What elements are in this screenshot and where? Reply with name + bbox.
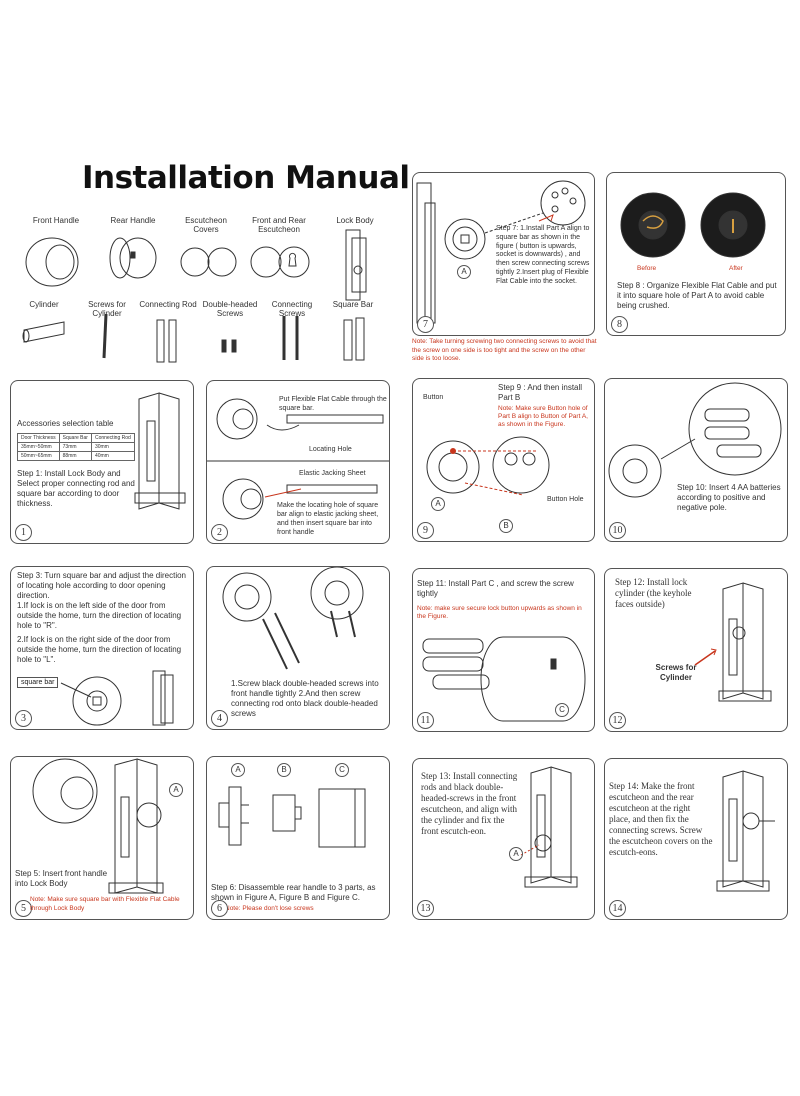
step-2-number: 2 bbox=[211, 524, 228, 541]
acc-label-lock-body: Lock Body bbox=[336, 216, 374, 225]
step-5-letter: A bbox=[169, 783, 183, 797]
step-2-panel: Put Flexible Flat Cable through the squa… bbox=[206, 380, 390, 544]
step-1-panel: Accessories selection table Door Thickne… bbox=[10, 380, 194, 544]
step-8-panel: Before After Step 8 : Organize Flexible … bbox=[606, 172, 786, 336]
page-title: Installation Manual bbox=[82, 160, 410, 196]
step-5-text: Step 5: Insert front handle into Lock Bo… bbox=[15, 869, 108, 888]
acc-label-square-bar: Square Bar bbox=[332, 300, 374, 309]
step-11-letter: C bbox=[555, 703, 569, 717]
step-12-label: Screws for Cylinder bbox=[655, 663, 697, 682]
table-cell: 88mm bbox=[58, 451, 92, 461]
step-3-panel: Step 3: Turn square bar and adjust the d… bbox=[10, 566, 194, 730]
step-3-text-a: Step 3: Turn square bar and adjust the d… bbox=[17, 571, 186, 600]
step-2-label-3: Elastic Jacking Sheet bbox=[299, 470, 366, 477]
step-9-letter-b: B bbox=[499, 519, 513, 533]
step-12-text: Step 12: Install lock cylinder (the keyh… bbox=[615, 577, 692, 609]
step-11-note: Note: make sure secure lock button upwar… bbox=[417, 605, 582, 620]
step-6-letter-a: A bbox=[231, 763, 245, 777]
acc-label-front-handle: Front Handle bbox=[32, 216, 80, 225]
step-4-panel: 1.Screw black double-headed screws into … bbox=[206, 566, 390, 730]
step-4-illustration bbox=[222, 567, 364, 670]
step-1-illustration bbox=[134, 392, 186, 510]
step-6-number: 6 bbox=[211, 900, 228, 917]
step-5-number: 5 bbox=[15, 900, 32, 917]
step-8-text: Step 8 : Organize Flexible Flat Cable an… bbox=[617, 281, 777, 310]
step-8-before-label: Before bbox=[637, 265, 657, 272]
acc-label-screws-cylinder: Screws for Cylinder bbox=[88, 300, 126, 318]
step-9-text: Step 9 : And then install Part B bbox=[498, 383, 583, 402]
step-9-illustration bbox=[426, 436, 550, 496]
step-5-illustration bbox=[32, 758, 164, 894]
step-8-illustration bbox=[620, 192, 766, 258]
step-5-note: Note: Make sure square bar with Flexible… bbox=[30, 896, 180, 912]
step-9-note: Note: Make sure Button hole of Part B al… bbox=[498, 405, 588, 428]
step-2-illustration bbox=[207, 398, 389, 520]
step-4-text: 1.Screw black double-headed screws into … bbox=[231, 679, 379, 718]
step-6-text: Step 6: Disassemble rear handle to 3 par… bbox=[211, 883, 376, 902]
step-7-number: 7 bbox=[417, 316, 434, 333]
acc-label-front-rear-escutcheon: Front and Rear Escutcheon bbox=[252, 216, 306, 234]
step-10-text: Step 10: Insert 4 AA batteries according… bbox=[677, 483, 781, 512]
step-14-text: Step 14: Make the front escutcheon and t… bbox=[609, 781, 713, 857]
step-7-letter: A bbox=[457, 265, 471, 279]
step-7-note: Note: Take turning screwing two connecti… bbox=[412, 338, 597, 362]
step-7-panel: A Step 7: 1.Install Part A align to squa… bbox=[412, 172, 595, 336]
step-3-illustration bbox=[60, 670, 174, 726]
step-11-illustration bbox=[422, 636, 586, 722]
acc-label-double-headed-screws: Double-headed Screws bbox=[202, 300, 258, 318]
step-6-note: Note: Please don't lose screws bbox=[225, 905, 314, 912]
step-14-panel: Step 14: Make the front escutcheon and t… bbox=[604, 758, 788, 920]
acc-label-connecting-rod: Connecting Rod bbox=[139, 300, 197, 309]
step-9-panel: Button Step 9 : And then install Part B … bbox=[412, 378, 595, 542]
step-2-text: Make the locating hole of square bar ali… bbox=[277, 502, 379, 536]
acc-label-cylinder: Cylinder bbox=[29, 300, 59, 309]
step-14-illustration bbox=[716, 770, 775, 892]
step-13-letter: A bbox=[509, 847, 523, 861]
step-5-panel: A Step 5: Insert front handle into Lock … bbox=[10, 756, 194, 920]
step-9-button-hole-label: Button Hole bbox=[547, 496, 584, 503]
acc-label-connecting-screws: Connecting Screws bbox=[271, 300, 313, 318]
step-11-text: Step 11: Install Part C , and screw the … bbox=[417, 579, 574, 598]
step-8-after-label: After bbox=[729, 265, 743, 272]
step-11-panel: Step 11: Install Part C , and screw the … bbox=[412, 568, 595, 732]
step-10-panel: Step 10: Insert 4 AA batteries according… bbox=[604, 378, 788, 542]
step-11-number: 11 bbox=[417, 712, 434, 729]
step-13-illustration bbox=[520, 766, 578, 888]
acc-label-rear-handle: Rear Handle bbox=[110, 216, 156, 225]
step-3-text-b: 1.If lock is on the left side of the doo… bbox=[17, 601, 182, 630]
step-3-text-c: 2.If lock is on the right side of the do… bbox=[17, 635, 182, 664]
step-3-number: 3 bbox=[15, 710, 32, 727]
step-6-illustration bbox=[218, 786, 366, 848]
step-4-number: 4 bbox=[211, 710, 228, 727]
step-13-panel: Step 13: Install connecting rods and bla… bbox=[412, 758, 595, 920]
table-cell: 40mm bbox=[90, 451, 135, 461]
step-2-label-1: Put Flexible Flat Cable through the squa… bbox=[279, 396, 387, 412]
step-7-text: Step 7: 1.Install Part A align to square… bbox=[496, 225, 590, 285]
accessories-illustrations bbox=[22, 229, 367, 363]
step-9-letter-a: A bbox=[431, 497, 445, 511]
step-8-number: 8 bbox=[611, 316, 628, 333]
step-10-illustration bbox=[608, 382, 782, 498]
step-6-letter-c: C bbox=[335, 763, 349, 777]
step-3-square-bar-label: square bar bbox=[17, 677, 59, 688]
step-10-number: 10 bbox=[609, 522, 626, 539]
step-12-panel: Step 12: Install lock cylinder (the keyh… bbox=[604, 568, 788, 732]
step-12-illustration bbox=[694, 582, 772, 702]
step-13-number: 13 bbox=[417, 900, 434, 917]
step-6-panel: A B C Step 6: Disassemble rear handle to… bbox=[206, 756, 390, 920]
step-13-text: Step 13: Install connecting rods and bla… bbox=[421, 771, 518, 836]
accessories-table: Door Thickness Square Bar Connecting Rod… bbox=[17, 433, 135, 461]
step-14-number: 14 bbox=[609, 900, 626, 917]
step-1-number: 1 bbox=[15, 524, 32, 541]
step-6-letter-b: B bbox=[277, 763, 291, 777]
step-12-number: 12 bbox=[609, 712, 626, 729]
step-9-number: 9 bbox=[417, 522, 434, 539]
step-9-button-label: Button bbox=[423, 394, 444, 401]
step-1-table-title: Accessories selection table bbox=[17, 419, 114, 428]
acc-label-escutcheon-covers: Escutcheon Covers bbox=[185, 216, 227, 234]
step-1-text: Step 1: Install Lock Body and Select pro… bbox=[17, 469, 135, 508]
step-2-label-2: Locating Hole bbox=[309, 446, 352, 453]
